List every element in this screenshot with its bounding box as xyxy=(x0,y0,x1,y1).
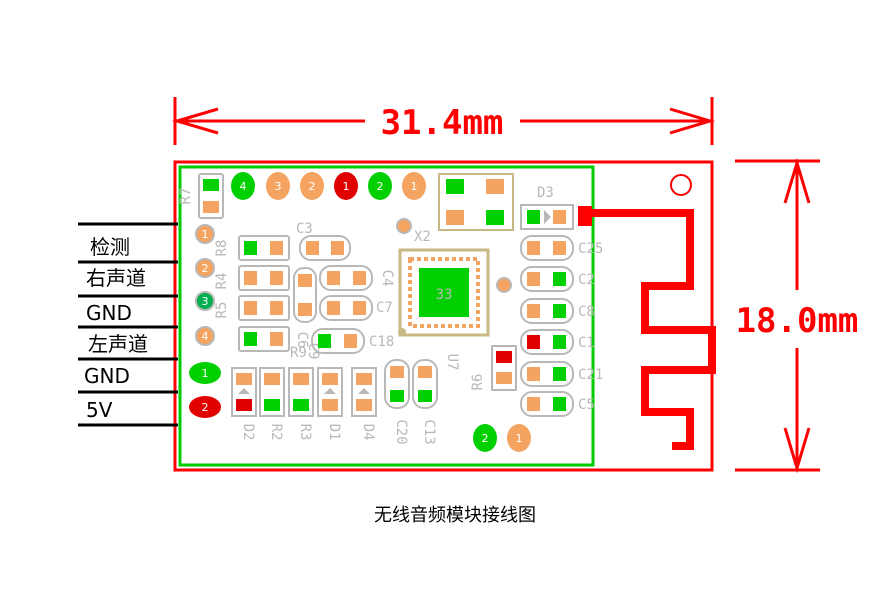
left-test-pads: 1 2 3 4 xyxy=(195,224,215,346)
right-capacitor-column xyxy=(520,235,574,417)
designator-c6: C6 xyxy=(294,332,310,349)
svg-text:1: 1 xyxy=(516,432,523,445)
pin-label-5v: 5V xyxy=(86,398,113,422)
pin-label-gnd-2: GND xyxy=(84,364,130,388)
designator-r5: R5 xyxy=(214,302,230,319)
bottom-pad xyxy=(473,424,497,452)
designator-r3: R3 xyxy=(297,424,313,441)
pin-label-detect: 检测 xyxy=(90,235,130,259)
svg-text:2: 2 xyxy=(202,401,209,414)
designator-d1: D1 xyxy=(326,424,342,441)
svg-text:3: 3 xyxy=(275,180,282,193)
designator-r7: R7 xyxy=(178,188,194,205)
width-dimension: 31.4mm xyxy=(171,97,716,145)
top-pad xyxy=(300,172,324,200)
svg-text:2: 2 xyxy=(309,180,316,193)
designator-d4: D4 xyxy=(360,424,376,441)
pin-label-right-channel: 右声道 xyxy=(86,266,146,290)
pin-label-gnd-1: GND xyxy=(86,301,132,325)
top-pad xyxy=(334,172,358,200)
designator-c20: C20 xyxy=(393,419,409,444)
pcb-antenna xyxy=(578,206,716,450)
mounting-hole xyxy=(670,174,692,196)
designator-c3: C3 xyxy=(296,221,313,237)
designator-c18: C18 xyxy=(369,334,394,350)
designator-r4: R4 xyxy=(214,273,230,290)
designator-d3: D3 xyxy=(537,185,554,201)
svg-text:4: 4 xyxy=(240,180,247,193)
designator-c25: C25 xyxy=(578,241,603,257)
designator-c7: C7 xyxy=(376,300,393,316)
designator-r6: R6 xyxy=(470,374,486,391)
height-dimension-label: 18.0mm xyxy=(736,301,859,341)
designator-c21: C21 xyxy=(578,367,603,383)
designator-c13: C13 xyxy=(421,419,437,444)
qfn-chip: 33 xyxy=(398,248,490,337)
top-pad xyxy=(266,172,290,200)
top-pad xyxy=(231,172,255,200)
svg-text:1: 1 xyxy=(202,228,209,241)
designator-r2: R2 xyxy=(268,424,284,441)
designator-d2: D2 xyxy=(240,424,256,441)
power-pad xyxy=(189,362,221,384)
keepout-outline xyxy=(178,165,595,467)
chip-marking: 33 xyxy=(436,287,453,303)
bottom-row-components xyxy=(231,367,377,417)
designator-u7: U7 xyxy=(444,354,460,371)
designator-c5: C5 xyxy=(578,397,595,413)
top-pad xyxy=(402,172,426,200)
designator-c8: C8 xyxy=(578,304,595,320)
svg-text:2: 2 xyxy=(482,432,489,445)
designator-c1: C1 xyxy=(578,335,595,351)
svg-text:3: 3 xyxy=(202,295,209,308)
svg-text:4: 4 xyxy=(202,330,209,343)
width-dimension-label: 31.4mm xyxy=(381,103,504,143)
svg-text:2: 2 xyxy=(202,262,209,275)
svg-text:1: 1 xyxy=(411,180,418,193)
diagram-caption: 无线音频模块接线图 xyxy=(374,505,536,526)
board-outline xyxy=(173,160,714,472)
resistor-column xyxy=(238,235,290,352)
designator-r9: R9 xyxy=(290,345,307,361)
top-connector-pads: 4 3 2 1 2 1 xyxy=(231,172,426,200)
bottom-pad xyxy=(507,424,531,452)
designator-x2: X2 xyxy=(414,229,431,245)
designator-c9: C9 xyxy=(305,343,321,360)
top-pad xyxy=(368,172,392,200)
svg-text:2: 2 xyxy=(377,180,384,193)
power-pad xyxy=(189,396,221,418)
svg-text:1: 1 xyxy=(343,180,350,193)
pin-label-left-channel: 左声道 xyxy=(88,332,148,356)
designator-c4: C4 xyxy=(379,270,395,287)
designator-r8: R8 xyxy=(214,240,230,257)
designator-c2: C2 xyxy=(578,272,595,288)
height-dimension: 18.0mm xyxy=(735,157,859,474)
pin-wires xyxy=(78,222,178,427)
svg-text:1: 1 xyxy=(202,367,209,380)
